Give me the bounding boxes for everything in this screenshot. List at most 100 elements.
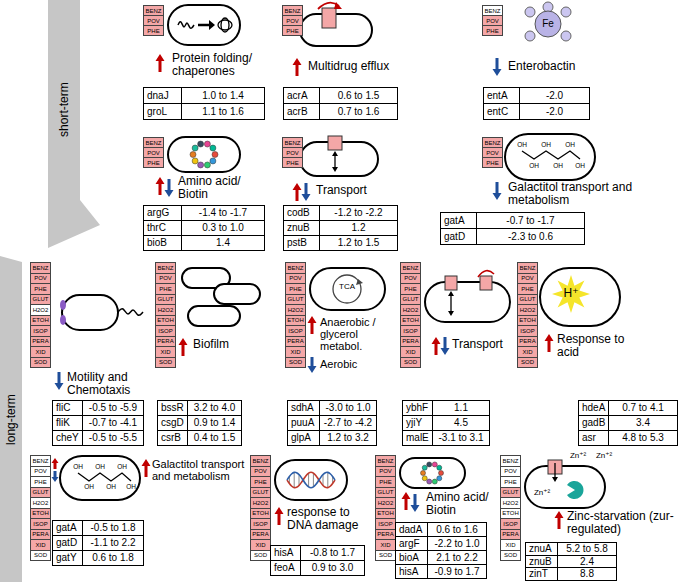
icon-label: Zn⁺² — [592, 452, 616, 461]
condition-name: ETOH — [157, 317, 174, 323]
fold-change: 4.8 to 5.3 — [609, 431, 677, 445]
gene-row: glpA1.2 to 3.2 — [287, 430, 377, 446]
condition-name: POV — [147, 18, 160, 24]
gene-row: csrB0.4 to 1.5 — [157, 430, 242, 446]
gene-name: hisA — [271, 546, 301, 560]
amino-acid — [210, 158, 216, 164]
amino-acid — [190, 152, 196, 158]
icon-label: OH — [103, 483, 119, 490]
amino-acid — [210, 145, 216, 151]
condition-name: PHE — [34, 286, 46, 292]
up-arrow — [156, 177, 165, 195]
gene-name: hdeA — [579, 401, 609, 415]
icon-label: OH — [81, 483, 97, 490]
condition-name: PHE — [34, 479, 46, 485]
condition-name: PHE — [159, 286, 171, 292]
condition-name: PERA — [32, 531, 48, 537]
up-arrow — [545, 334, 554, 352]
condition-name: XID — [35, 542, 45, 548]
gene-name: hisA — [396, 565, 428, 578]
condition-cell: SOD — [30, 550, 51, 562]
condition-cell: SOD — [155, 357, 176, 369]
condition-name: PHE — [379, 479, 391, 485]
efflux-arrow-head — [334, 2, 342, 9]
zur-regulator — [567, 481, 583, 499]
condition-name: ISOP — [520, 328, 534, 334]
process-title: Transport — [452, 338, 522, 351]
process-title: Protein folding/ chaperones — [172, 52, 272, 78]
process-title: Motility and Chemotaxis — [67, 371, 147, 397]
transport-arrow — [450, 295, 451, 312]
gene-row: znuB2.4 — [525, 555, 617, 569]
amino-acid — [439, 471, 444, 476]
condition-cell: SOD — [517, 357, 538, 369]
gene-row: zinT8.8 — [525, 567, 617, 581]
condition-name: POV — [254, 468, 267, 474]
siderophore-part — [525, 7, 535, 17]
process-title: Aerobic — [320, 358, 390, 370]
cell-outline — [505, 134, 595, 180]
dna-strand — [287, 472, 335, 487]
condition-name: ISOP — [503, 521, 517, 527]
fold-change: 1.1 — [433, 401, 489, 415]
condition-name: XID — [522, 349, 532, 355]
condition-name: ISOP — [288, 328, 302, 334]
short-term-band — [48, 0, 100, 248]
gene-name: dnaJ — [144, 88, 182, 103]
gene-row: znuA5.2 to 5.8 — [525, 542, 617, 556]
condition-name: PERA — [252, 531, 268, 537]
up-arrow — [156, 54, 165, 72]
gene-row: acrA0.6 to 1.5 — [283, 87, 398, 104]
folded-protein — [218, 20, 232, 30]
condition-cell: PHE — [482, 25, 503, 36]
gene-row: feoA0.9 to 3.0 — [270, 560, 365, 576]
dna-rung — [294, 472, 295, 488]
siderophore-part — [561, 31, 571, 41]
gene-row: hdeA0.7 to 4.1 — [578, 400, 678, 416]
gene-name: zinT — [526, 568, 558, 580]
cell-outline — [214, 284, 260, 304]
fold-change: -2.0 — [520, 88, 589, 103]
gene-row: acrB0.7 to 1.6 — [283, 103, 398, 120]
condition-name: POV — [379, 468, 392, 474]
gene-row: cheY-0.5 to -5.5 — [52, 430, 144, 446]
condition-name: POV — [159, 275, 172, 281]
amino-acid — [212, 152, 218, 158]
condition-name: ETOH — [32, 317, 49, 323]
condition-name: GLUT — [502, 489, 518, 495]
amino-acid — [437, 476, 442, 481]
condition-name: ISOP — [253, 521, 267, 527]
condition-cell: PHE — [143, 157, 164, 168]
gene-row: puuA-2.7 to -4.2 — [287, 415, 377, 431]
flagellum — [118, 309, 143, 316]
process-title: Enterobactin — [508, 60, 598, 73]
gene-name: acrA — [284, 88, 320, 103]
fold-change: -0.8 to 1.7 — [301, 546, 364, 560]
fold-change: -2.0 — [520, 104, 589, 119]
gene-row: gatA-0.7 to -1.7 — [440, 212, 585, 229]
process-title: Amino acid/ Biotin — [426, 491, 501, 517]
condition-name: PHE — [289, 286, 301, 292]
gene-name: entA — [484, 88, 520, 103]
icon-label: OH — [92, 463, 108, 470]
gene-row: argF-2.2 to 1.0 — [395, 536, 487, 551]
chemoreceptor — [60, 315, 66, 325]
icon-label: OH — [514, 141, 530, 148]
gene-name: csrB — [158, 431, 188, 445]
gene-row: sdhA-3.0 to 1.0 — [287, 400, 377, 416]
fold-change: 0.6 to 1.5 — [320, 88, 397, 103]
gene-row: dadA0.6 to 1.6 — [395, 522, 487, 537]
process-title: Galactitol transport and metabolism — [152, 458, 247, 482]
gene-row: argG-1.4 to -1.7 — [143, 205, 265, 221]
condition-name: ISOP — [158, 328, 172, 334]
gene-name: cheY — [53, 431, 83, 445]
fold-change: -0.9 to 1.7 — [428, 565, 486, 578]
condition-name: XID — [160, 349, 170, 355]
condition-name: GLUT — [32, 489, 48, 495]
icon-label: OH — [123, 483, 139, 490]
condition-name: PHE — [254, 479, 266, 485]
fold-change: -2.7 to -4.2 — [320, 416, 376, 430]
condition-name: POV — [486, 150, 499, 156]
gene-row: asr4.8 to 5.3 — [578, 430, 678, 446]
amino-acid — [437, 465, 442, 470]
